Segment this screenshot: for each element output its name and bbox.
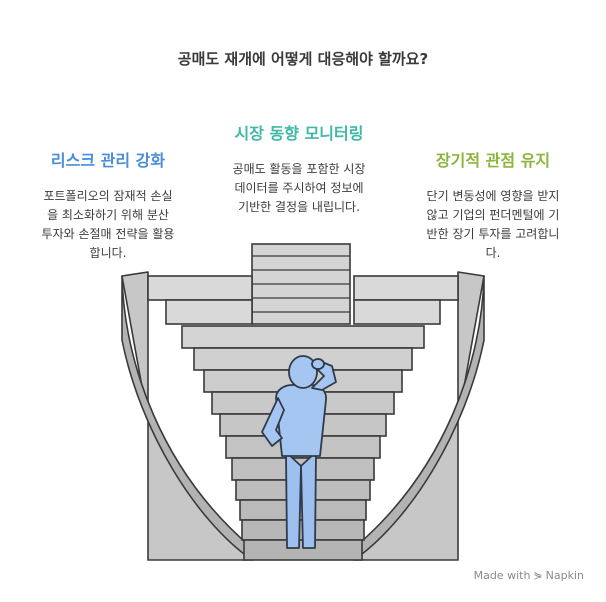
stair-step [181,325,425,349]
page-title: 공매도 재개에 어떻게 대응해야 할까요? [177,50,429,68]
description-line: 포트폴리오의 잠재적 손실 [43,189,173,203]
description-line: 기반한 결정을 내립니다. [238,200,360,214]
option-heading: 리스크 관리 강화 [50,151,166,170]
person-right-leg [300,451,317,549]
left-stair-block [165,299,253,325]
description-line: 을 최소화하기 위해 분산 [47,208,169,222]
description-line: 합니다. [89,246,127,260]
person-left-leg [285,451,302,549]
option-market-monitoring: 시장 동향 모니터링 공매도 활동을 포함한 시장 데이터를 주시하여 정보에 … [206,120,392,217]
description-line: 공매도 활동을 포함한 시장 [232,162,366,176]
watermark-brand: Napkin [545,569,584,582]
person-left-arm [261,397,285,447]
description-line: 다. [485,246,501,260]
watermark-prefix: Made with [473,569,531,582]
person-head [288,355,318,389]
description-line: 반한 장기 투자를 고려합니 [426,227,560,241]
option-long-term-view: 장기적 관점 유지 단기 변동성에 영향을 받지 않고 기업의 펀더멘털에 기 … [398,147,588,263]
option-description: 공매도 활동을 포함한 시장 데이터를 주시하여 정보에 기반한 결정을 내립니… [206,160,392,217]
option-description: 포트폴리오의 잠재적 손실 을 최소화하기 위해 분산 투자와 손절매 전략을 … [18,187,198,263]
description-line: 투자와 손절매 전략을 활용 [41,227,175,241]
right-stair-block [353,275,459,301]
description-line: 않고 기업의 펀더멘털에 기 [426,208,560,222]
person-torso [275,384,327,457]
option-risk-management: 리스크 관리 강화 포트폴리오의 잠재적 손실 을 최소화하기 위해 분산 투자… [18,147,198,263]
description-line: 데이터를 주시하여 정보에 [234,181,364,195]
right-stair-block [353,299,441,325]
option-heading: 시장 동향 모니터링 [234,124,364,143]
napkin-watermark[interactable]: Made with⋟Napkin [474,569,584,582]
person-hand [311,358,325,370]
description-line: 단기 변동성에 영향을 받지 [426,189,560,203]
option-heading: 장기적 관점 유지 [435,151,551,170]
option-description: 단기 변동성에 영향을 받지 않고 기업의 펀더멘털에 기 반한 장기 투자를 … [398,187,588,263]
person-figure [261,355,337,549]
left-stair-block [147,275,253,301]
napkin-logo-icon: ⋟ [533,569,543,582]
